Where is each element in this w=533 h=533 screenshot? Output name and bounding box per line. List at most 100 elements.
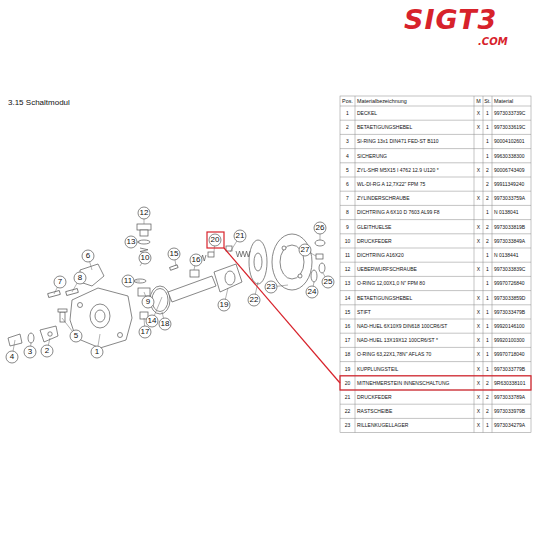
callout-circle — [299, 244, 311, 256]
table-cell: UEBERWURFSCHRAUBE — [355, 262, 474, 276]
hole — [118, 333, 123, 338]
callout-circle — [168, 248, 180, 260]
table-row-line — [340, 319, 531, 320]
o-ring-inner — [152, 289, 168, 312]
table-cell: KUPPLUNGSTEIL — [355, 362, 474, 376]
ring — [319, 263, 325, 273]
table-row-line — [340, 361, 531, 362]
callout-number: 18 — [159, 318, 171, 330]
table-row-line — [340, 262, 531, 263]
ring — [315, 240, 325, 246]
hole — [282, 246, 286, 250]
actuating-lever-shaft — [168, 276, 216, 302]
table-row-line — [340, 205, 531, 206]
table-cell: 15 — [340, 305, 355, 319]
table-cell: 8 — [340, 205, 355, 219]
table-cell: 1 — [483, 120, 492, 134]
bore-inner — [95, 310, 105, 322]
table-cell: 9973033619C — [492, 120, 531, 134]
callout-number: 3 — [24, 346, 36, 358]
callout-circle — [209, 234, 221, 246]
table-cell: N 0138041 — [492, 205, 531, 219]
table-cell: SICHERUNG — [355, 149, 474, 163]
housing — [70, 288, 132, 348]
table-row-line — [340, 106, 531, 107]
callout-number: 11 — [122, 275, 134, 287]
table-cell: 14 — [340, 291, 355, 305]
table-cell: 2 — [483, 177, 492, 191]
callout-circle — [142, 296, 154, 308]
callout-circle — [314, 222, 326, 234]
table-cell: 9 — [340, 220, 355, 234]
coupling-part — [214, 264, 242, 292]
table-cell: DICHTRING A 6X10 D 7603 AL99 F8 — [355, 205, 474, 219]
table-cell: WL-DI-RG A 12,7X22" FPM 75 — [355, 177, 474, 191]
callout-circle — [265, 281, 277, 293]
table-cell: ZYL-SHR M5X15 I 4762 12.9 U120 * — [355, 163, 474, 177]
table-cell: 7 — [340, 191, 355, 205]
highlight-row — [340, 376, 531, 390]
table-column-line — [492, 96, 493, 433]
circlip — [28, 333, 34, 343]
table-cell: 9973034279A — [492, 418, 531, 432]
table-cell: 22 — [340, 404, 355, 418]
table-cell: X — [474, 291, 483, 305]
table-cell: X — [474, 347, 483, 361]
table-row-line — [340, 333, 531, 334]
table-cell: 11 — [340, 248, 355, 262]
callout-number: 8 — [74, 272, 86, 284]
table-cell: 1 — [340, 106, 355, 120]
table-cell: X — [474, 319, 483, 333]
callout-number: 23 — [265, 281, 277, 293]
table-row-line — [340, 276, 531, 277]
table-cell: X — [474, 390, 483, 404]
table-cell: NAD-HUEL 13X19X12 100CR6/ST * — [355, 333, 474, 347]
table-cell: DRUCKFEDER — [355, 390, 474, 404]
callout-number: 9 — [142, 296, 154, 308]
table-cell: BETAETIGUNGSHEBEL — [355, 120, 474, 134]
callout-number: 6 — [82, 250, 94, 262]
spring-coil — [236, 251, 250, 257]
table-cell: 1 — [483, 347, 492, 361]
callout-number: 10 — [139, 252, 151, 264]
table-cell: 20 — [340, 376, 355, 390]
table-header: Material — [492, 96, 531, 106]
part-drawings — [8, 224, 325, 348]
table-cell: 5 — [340, 163, 355, 177]
table-cell: 2 — [483, 404, 492, 418]
table-cell: 17 — [340, 333, 355, 347]
table-cell: 9973033979B — [492, 404, 531, 418]
callout-circle — [54, 276, 66, 288]
ring — [311, 270, 317, 282]
table-cell: 1 — [483, 149, 492, 163]
callout-number: 20 — [209, 234, 221, 246]
table-row-line — [340, 404, 531, 405]
table-cell: 2 — [483, 191, 492, 205]
hole — [298, 274, 302, 278]
table-cell: 9973033759A — [492, 191, 531, 205]
table-cell: DRUCKFEDER — [355, 234, 474, 248]
callout-number: 22 — [248, 294, 260, 306]
table-cell: N 0138441 — [492, 248, 531, 262]
table-cell: 2 — [483, 220, 492, 234]
table-cell: 99970726840 — [492, 276, 531, 290]
parts-table-grid — [340, 96, 531, 433]
table-cell: 9973033859D — [492, 291, 531, 305]
callout-circle — [138, 207, 150, 219]
table-cell: X — [474, 362, 483, 376]
table-header: M — [474, 96, 483, 106]
table-header: St. — [483, 96, 492, 106]
callout-circle — [139, 326, 151, 338]
table-column-line — [474, 96, 475, 433]
table-cell: 99630338300 — [492, 149, 531, 163]
table-cell: O-RING 63,22X1,78N" AFLAS 70 — [355, 347, 474, 361]
table-cell: 1 — [483, 418, 492, 432]
ball-bearing — [272, 234, 312, 290]
bore — [90, 304, 110, 328]
callout-circle — [41, 345, 53, 357]
table-cell: GLEITHUELSE — [355, 220, 474, 234]
table-cell: 2 — [340, 120, 355, 134]
table-cell: BETAETIGUNGSHEBEL — [355, 291, 474, 305]
pin — [170, 265, 179, 271]
table-cell: RASTSCHEIBE — [355, 404, 474, 418]
